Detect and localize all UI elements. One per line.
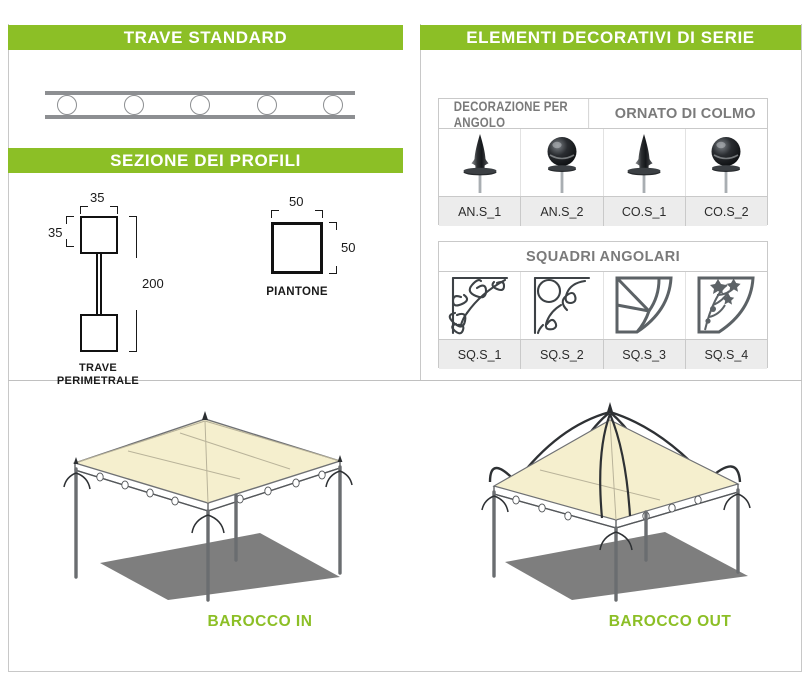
dim-width-50: 50: [289, 194, 304, 209]
decor-cell-an-s-2[interactable]: [521, 129, 604, 196]
profile-label-perimetrale: PERIMETRALE: [56, 375, 140, 387]
decor-header-colmo: ORNATO DI COLMO: [614, 105, 756, 122]
code-sq-s-3: SQ.S_3: [604, 340, 686, 369]
i-beam-section-icon: 35 35 200 TRAVE PERIMETRALE: [48, 190, 218, 387]
dim-tick: [336, 222, 337, 230]
squadri-cell-sq-s-4[interactable]: [686, 272, 767, 339]
dim-height-35: 35: [48, 225, 63, 240]
profile-sections-area: 35 35 200 TRAVE PERIMETRALE 50: [8, 176, 403, 387]
code-co-s-1: CO.S_1: [604, 197, 686, 226]
frame-bottom-border: [8, 671, 802, 672]
beam-hole: [256, 95, 277, 115]
section-header-elementi-decorativi: ELEMENTI DECORATIVI DI SERIE: [420, 25, 801, 50]
dim-tick: [271, 210, 272, 218]
web-bracket-icon: [615, 276, 673, 333]
dim-tick: [129, 216, 137, 217]
dim-height-50: 50: [341, 240, 356, 255]
floral-bracket-icon: [697, 276, 755, 333]
spiral-bracket-icon: [533, 276, 590, 334]
beam-web: [96, 254, 102, 314]
dim-width-35: 35: [90, 190, 105, 205]
dim-tick: [110, 206, 118, 207]
decor-table-header-row: DECORAZIONE PER ANGOLO ORNATO DI COLMO: [439, 98, 767, 130]
dim-tick: [66, 239, 67, 247]
sphere-finial-icon: [711, 136, 741, 193]
dim-tick: [315, 210, 323, 211]
decor-cell-an-s-1[interactable]: [439, 129, 522, 196]
square-tube-section-icon: 50 50 PIANTONE: [253, 194, 393, 344]
frame-left-border: [8, 24, 9, 672]
spire-finial-icon: [463, 133, 497, 193]
decor-header-angolo: DECORAZIONE PER ANGOLO: [454, 98, 589, 130]
beam-hole: [323, 95, 343, 115]
section-header-sezione-profili: SEZIONE DEI PROFILI: [8, 148, 403, 173]
scroll-bracket-icon: [448, 276, 508, 334]
beam-upper-tube: [80, 216, 118, 254]
section-header-trave-standard: TRAVE STANDARD: [8, 25, 403, 50]
code-an-s-1: AN.S_1: [439, 197, 522, 226]
dim-tick: [80, 206, 81, 214]
dim-tick: [136, 216, 137, 258]
profile-label-trave: TRAVE: [79, 362, 117, 374]
gazebo-pyramid-roof-icon: [40, 395, 380, 610]
dim-tick: [66, 246, 74, 247]
decor-table-code-row: AN.S_1 AN.S_2 CO.S_1 CO.S_2: [439, 196, 767, 226]
code-co-s-2: CO.S_2: [704, 204, 749, 219]
frame-right-border: [801, 24, 802, 672]
decor-cell-co-s-1[interactable]: [604, 129, 686, 196]
dim-tick: [136, 310, 137, 352]
horizontal-divider: [8, 380, 802, 381]
sphere-finial-icon: [547, 136, 577, 193]
decorative-elements-table: DECORAZIONE PER ANGOLO ORNATO DI COLMO: [438, 98, 768, 226]
beam-hole: [190, 95, 210, 115]
dim-tick: [329, 273, 337, 274]
beam-profile-icon: [45, 88, 355, 122]
beam-hole: [123, 95, 144, 115]
code-sq-s-4: SQ.S_4: [704, 347, 749, 362]
code-an-s-2: AN.S_2: [521, 197, 604, 226]
squadri-cell-sq-s-2[interactable]: [521, 272, 604, 339]
code-sq-s-1: SQ.S_1: [439, 340, 522, 369]
squadri-image-row: [439, 272, 767, 339]
vertical-divider: [420, 24, 421, 380]
render-caption-barocco-in: BAROCCO IN: [207, 613, 313, 630]
squadri-cell-sq-s-1[interactable]: [439, 272, 522, 339]
squadri-code-row: SQ.S_1 SQ.S_2 SQ.S_3 SQ.S_4: [439, 339, 767, 369]
gazebo-arched-roof-icon: [450, 390, 780, 610]
dim-overall-200: 200: [142, 276, 164, 291]
piantone-tube: [271, 222, 323, 274]
dim-tick: [117, 206, 118, 214]
beam-hole: [57, 95, 77, 115]
dim-tick: [322, 210, 323, 218]
profile-label-piantone: PIANTONE: [266, 286, 328, 298]
spire-finial-icon: [627, 133, 661, 193]
squadri-cell-sq-s-3[interactable]: [604, 272, 686, 339]
render-caption-barocco-out: BAROCCO OUT: [608, 613, 732, 630]
dim-tick: [271, 210, 279, 211]
code-sq-s-2: SQ.S_2: [521, 340, 604, 369]
squadri-table-title: SQUADRI ANGOLARI: [439, 242, 767, 272]
dim-tick: [129, 351, 137, 352]
squadri-angolari-table: SQUADRI ANGOLARI: [438, 241, 768, 369]
beam-bottom-rail: [45, 115, 355, 119]
beam-top-rail: [45, 91, 355, 95]
decor-cell-co-s-2[interactable]: [686, 129, 767, 196]
dim-tick: [66, 216, 74, 217]
dim-tick: [336, 266, 337, 274]
dim-tick: [329, 222, 337, 223]
dim-tick: [80, 206, 88, 207]
dim-tick: [66, 216, 67, 224]
beam-lower-tube: [80, 314, 118, 352]
decor-table-image-row: [439, 129, 767, 196]
